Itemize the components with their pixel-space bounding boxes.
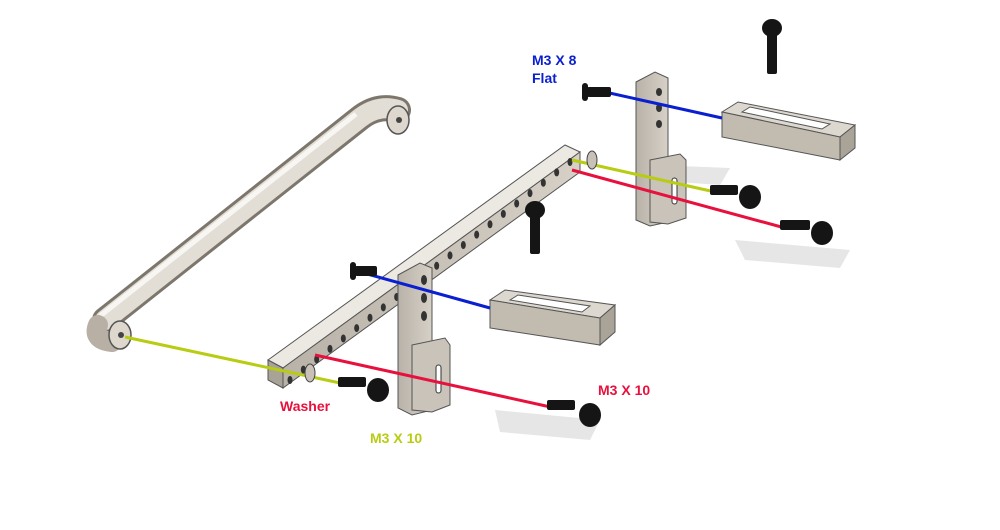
rail-hole — [460, 241, 466, 250]
rail-hole — [487, 220, 493, 229]
upper-bracket — [635, 71, 687, 227]
handle-bar — [86, 95, 411, 352]
rail-hole — [474, 230, 480, 239]
rail-hole — [367, 313, 373, 322]
washers — [304, 150, 598, 383]
rail-hole — [287, 376, 293, 384]
connector-lines — [124, 90, 786, 410]
rail-hole — [500, 209, 506, 218]
flat-screw-upper — [582, 83, 611, 101]
red-line-lower — [314, 353, 556, 410]
socket-screw-upper-red — [780, 220, 833, 245]
flat-screw-lower — [350, 262, 377, 280]
flat-screw-type-label: Flat — [532, 70, 557, 86]
yellow-screw-label: M3 X 10 — [370, 430, 423, 446]
rail-hole — [514, 199, 520, 208]
rail-hole — [554, 168, 560, 177]
screws — [338, 19, 833, 427]
lower-bracket — [397, 262, 451, 416]
rail-hole — [434, 261, 440, 270]
vertical-screw-top — [762, 19, 782, 74]
rail-hole — [327, 344, 333, 353]
red-screw-label: M3 X 10 — [598, 382, 651, 398]
rail-hole — [340, 334, 346, 343]
upper-clamp-block — [720, 101, 857, 162]
flat-screw-size-label: M3 X 8 — [532, 52, 577, 68]
rail-hole — [314, 355, 320, 364]
rail-hole — [540, 178, 546, 187]
socket-screw-upper-yellow — [710, 185, 761, 209]
rail-hole — [380, 303, 386, 312]
red-line-upper — [571, 168, 786, 230]
yellow-line-lower — [124, 335, 341, 385]
lower-clamp-block — [488, 289, 617, 347]
socket-screw-lower-yellow — [338, 377, 389, 402]
washer-label: Washer — [280, 398, 331, 414]
socket-screw-lower-red — [547, 400, 601, 427]
rail-hole — [354, 324, 360, 333]
blue-line-upper — [604, 90, 723, 120]
rail-hole — [567, 158, 573, 166]
vertical-screw-middle — [525, 201, 545, 254]
rail-hole — [527, 189, 533, 198]
rail-hole — [447, 251, 453, 260]
blue-line-lower — [359, 270, 491, 310]
